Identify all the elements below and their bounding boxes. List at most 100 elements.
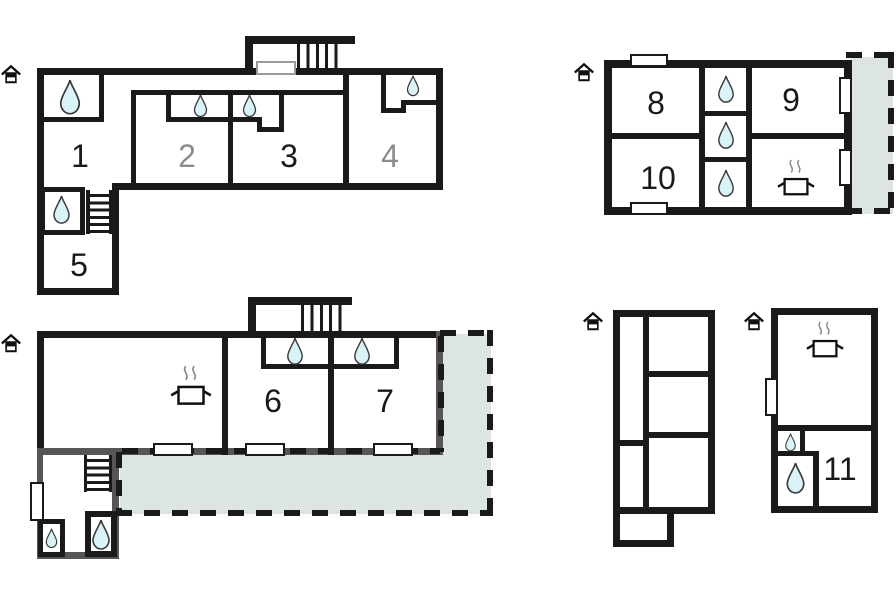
b4-ext-bottom (613, 540, 674, 547)
b2-window-top (630, 54, 668, 67)
house-icon (1, 333, 21, 353)
room-label-11: 11 (823, 451, 857, 487)
b5-wall-right (871, 308, 878, 513)
b3-wall-left (37, 331, 44, 452)
b4-column-divider (613, 440, 649, 446)
cooking-pot-icon (170, 365, 212, 405)
room-label-2: 2 (178, 138, 196, 174)
b4-wall-left (613, 310, 620, 547)
b1-divider-3-4 (343, 68, 349, 188)
b1-wall-bottom (112, 183, 443, 190)
b4-right-divider-1 (646, 371, 711, 377)
b1-closet3-step (257, 117, 262, 132)
stairs-side-bar (245, 36, 253, 68)
b1-closet4-step-top (401, 100, 436, 105)
b3-closet7-right (394, 337, 399, 369)
entry-door-marker (256, 61, 296, 75)
terrace2-dash-top (846, 52, 896, 58)
terrace3-dash-bottom (116, 510, 493, 516)
room-label-7: 7 (376, 383, 394, 419)
water-drop-icon (193, 94, 208, 118)
b5-divider (778, 425, 871, 431)
b3-wing-door (30, 482, 44, 521)
b3-closet6-bottom (261, 364, 333, 369)
room-label-6: 6 (264, 383, 282, 419)
b3-wing-right (112, 452, 119, 559)
house-icon (583, 311, 603, 331)
b2-wall-top (604, 60, 852, 68)
b2-terrace-door-lower (839, 149, 852, 186)
terrace2-dash-right (888, 52, 894, 214)
room-label-5: 5 (70, 247, 88, 283)
b5-door (765, 378, 778, 416)
b4-wall-right (708, 310, 715, 513)
b1-divider-2-3 (228, 92, 233, 188)
house-icon (1, 64, 21, 84)
b4-right-divider-2 (646, 432, 711, 438)
b1-inner-left (131, 90, 136, 188)
terrace-lower-right-strip (443, 334, 491, 514)
b5-wall-top (771, 308, 878, 315)
b2-midcol-div2 (705, 157, 746, 162)
b2-divider-8-10 (612, 133, 704, 139)
b2-wall-bottom (604, 207, 852, 215)
terrace-lower-bottom-strip (120, 455, 443, 514)
exterior-stairs-icon (297, 44, 344, 68)
room-label-9: 9 (782, 82, 800, 118)
b2-window-bottom (630, 202, 668, 215)
b2-midcol-left (699, 60, 705, 215)
room-label-4: 4 (381, 138, 399, 174)
b4-ext-right (667, 507, 674, 547)
b3-window-3 (373, 443, 413, 456)
b1-wing-right (112, 183, 119, 295)
b3-closet6-left (261, 337, 266, 369)
b1-wing-bottom (37, 288, 118, 295)
water-drop-icon (53, 195, 70, 224)
b3-wing-bottom (37, 552, 119, 559)
terrace-upper-right (851, 57, 893, 214)
water-drop-icon (287, 337, 303, 365)
b1-closet1-bottom (37, 117, 104, 122)
b4-column-wall (643, 317, 649, 513)
terrace2-dash-bottom (846, 208, 896, 214)
b2-midcol-div1 (705, 111, 746, 116)
b1-closet3-bottom (233, 117, 262, 122)
b2-wall-right (844, 60, 852, 215)
terrace3-dash-top (440, 330, 494, 336)
b3-window-1 (153, 443, 193, 456)
b1-closet3-step-bottom (257, 127, 284, 132)
b5-closet-right (800, 431, 805, 456)
b3-stairs-top-bar (248, 297, 352, 305)
b4-wall-top (613, 310, 715, 317)
room-label-10: 10 (640, 160, 676, 196)
stairs-top-bar (245, 36, 355, 44)
water-drop-icon (786, 462, 805, 494)
water-drop-icon (785, 433, 796, 452)
water-drop-icon (718, 121, 734, 149)
cooking-pot-icon (777, 159, 815, 196)
b3-divider-kitchen-6 (222, 331, 228, 455)
b4-wall-mid-bottom (613, 507, 715, 514)
room-label-1: 1 (71, 138, 89, 174)
b3-closet7-bottom (328, 364, 399, 369)
water-drop-icon (45, 528, 58, 549)
water-drop-icon (718, 75, 734, 103)
b1-closet4-step (401, 100, 406, 113)
b1-wall-left (37, 68, 44, 295)
interior-stairs-icon (86, 190, 113, 234)
b1-wall-right (436, 68, 443, 190)
b5-wall-bottom (771, 506, 878, 513)
b3-interior-stairs-icon (84, 455, 112, 492)
house-icon (744, 311, 764, 331)
b1-inner-top (131, 90, 349, 95)
b5-bath-right (813, 451, 819, 512)
water-drop-icon (354, 337, 370, 365)
b3-wall-top (37, 331, 443, 338)
b2-divider-9-kitchen (746, 133, 844, 139)
water-drop-icon (92, 519, 110, 550)
b1-closet4-bottom (381, 108, 406, 113)
water-drop-icon (242, 94, 257, 118)
water-drop-icon (406, 75, 420, 97)
terrace3-dash-on-right-wall (438, 336, 444, 452)
